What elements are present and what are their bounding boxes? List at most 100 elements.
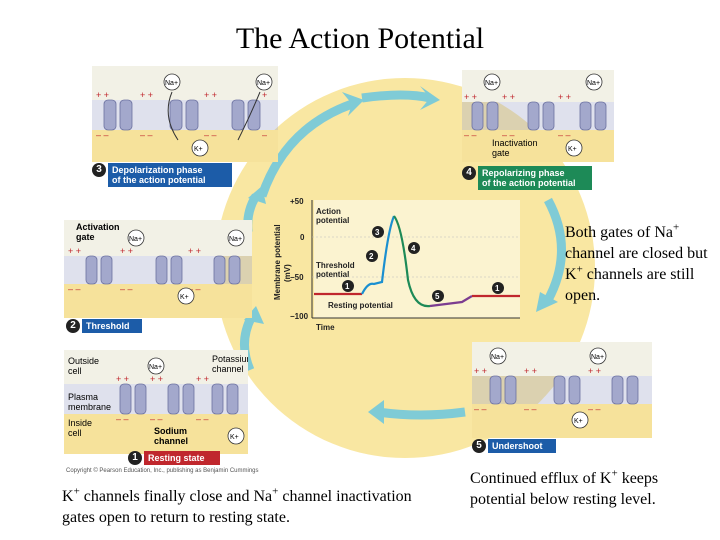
svg-text:– –: – –: [196, 414, 209, 424]
svg-text:– –: – –: [588, 404, 601, 414]
svg-text:cell: cell: [68, 428, 82, 438]
svg-text:+ +: + +: [558, 92, 571, 102]
svg-text:Na+: Na+: [491, 354, 504, 361]
trace-repolarization: [393, 215, 431, 308]
cycle-arrow-4-to-5: [544, 197, 566, 303]
svg-text:Time: Time: [316, 323, 335, 332]
caption-repolarizing-note: Both gates of Na+ channel are closed but…: [565, 221, 708, 304]
step-badge-5: 5: [472, 439, 486, 453]
trace-undershoot: [429, 295, 473, 308]
panel-resting: + ++ ++ + – –– –– – Outside cell Plasma …: [64, 350, 248, 454]
svg-text:+ +: + +: [116, 374, 129, 384]
svg-text:1: 1: [495, 284, 500, 293]
svg-text:– –: – –: [558, 130, 571, 140]
svg-text:Na+: Na+: [129, 236, 142, 243]
k-ion-icon: [571, 411, 589, 429]
svg-text:+: +: [262, 90, 267, 100]
cycle-arrow-5-to-1: [377, 407, 466, 420]
svg-text:– –: – –: [120, 284, 133, 294]
caption-undershoot-note: Continued efflux of K+ keeps potential b…: [470, 467, 659, 508]
svg-text:Inactivation: Inactivation: [492, 138, 538, 148]
k-ion-icon: [227, 427, 245, 445]
svg-text:K+: K+: [230, 434, 239, 441]
na-ion-icon: [255, 73, 273, 91]
cycle-arrow-3-to-4: [257, 99, 354, 198]
svg-text:+ +: + +: [464, 92, 477, 102]
svg-text:– –: – –: [150, 414, 163, 424]
panel-threshold: + ++ ++ + – –– –– – Activation gate Na+ …: [64, 220, 252, 318]
svg-text:Na+: Na+: [591, 354, 604, 361]
svg-text:Na+: Na+: [587, 80, 600, 87]
step-badge-3: 3: [92, 163, 106, 177]
na-ion-icon: [585, 73, 603, 91]
panel-depolarization: + ++ ++ ++ – –– –– –– Na+ Na+ K+: [92, 66, 278, 162]
svg-text:−100: −100: [290, 312, 309, 321]
svg-text:Activation: Activation: [76, 222, 120, 232]
svg-text:+ +: + +: [150, 374, 163, 384]
svg-text:gate: gate: [76, 232, 95, 242]
svg-text:membrane: membrane: [68, 402, 111, 412]
svg-text:K+: K+: [194, 146, 203, 153]
svg-text:gate: gate: [492, 148, 510, 158]
svg-text:Action: Action: [316, 207, 341, 216]
panel-label-resting: Resting state: [144, 451, 220, 465]
svg-text:Plasma: Plasma: [68, 392, 98, 402]
caption-resting-note: K+ channels finally close and Na+ channe…: [62, 485, 412, 526]
k-ion-icon: [191, 139, 209, 157]
svg-text:+ +: + +: [96, 90, 109, 100]
action-potential-graph: Membrane potential (mV) +50 0 −50 −100 T…: [273, 197, 520, 332]
step-badge-4: 4: [462, 166, 476, 180]
trace-depolarization: [361, 215, 396, 295]
panel-label-threshold: Threshold: [82, 319, 142, 333]
svg-text:+ +: + +: [196, 374, 209, 384]
svg-text:Sodium: Sodium: [154, 426, 187, 436]
na-ion-icon: [163, 73, 181, 91]
svg-text:2: 2: [369, 252, 374, 261]
svg-text:+ +: + +: [502, 92, 515, 102]
svg-text:+ +: + +: [188, 246, 201, 256]
svg-text:K+: K+: [574, 418, 583, 425]
svg-text:– –: – –: [116, 414, 129, 424]
page-title: The Action Potential: [235, 22, 485, 55]
na-ion-icon: [127, 229, 145, 247]
svg-text:– –: – –: [474, 404, 487, 414]
svg-text:+ +: + +: [524, 366, 537, 376]
panel-repolarizing: + ++ ++ + – –– –– – Na+ Na+ K+ Inactivat…: [462, 70, 614, 162]
svg-text:Na+: Na+: [165, 80, 178, 87]
svg-text:0: 0: [300, 233, 305, 242]
svg-text:– –: – –: [140, 130, 153, 140]
svg-text:+ +: + +: [120, 246, 133, 256]
svg-text:+ +: + +: [140, 90, 153, 100]
svg-text:Na+: Na+: [257, 80, 270, 87]
svg-text:3: 3: [375, 228, 380, 237]
svg-text:Na+: Na+: [485, 80, 498, 87]
svg-text:Outside: Outside: [68, 356, 99, 366]
svg-text:channel: channel: [212, 364, 244, 374]
svg-text:K+: K+: [180, 294, 189, 301]
copyright-notice: Copyright © Pearson Education, Inc., pub…: [66, 468, 259, 474]
na-ion-icon: [483, 73, 501, 91]
na-ion-icon: [227, 229, 245, 247]
svg-text:– –: – –: [524, 404, 537, 414]
svg-text:Resting potential: Resting potential: [328, 301, 393, 310]
svg-text:– –: – –: [96, 130, 109, 140]
svg-text:5: 5: [435, 292, 440, 301]
svg-text:–: –: [262, 130, 267, 140]
svg-text:potential: potential: [316, 270, 349, 279]
svg-text:Na+: Na+: [229, 236, 242, 243]
svg-text:channel: channel: [154, 436, 188, 446]
svg-text:+50: +50: [290, 197, 304, 206]
svg-text:cell: cell: [68, 366, 82, 376]
svg-text:+ +: + +: [474, 366, 487, 376]
svg-text:– –: – –: [188, 284, 201, 294]
cycle-arrowhead-3-to-4: [342, 92, 364, 116]
svg-text:Na+: Na+: [149, 364, 162, 371]
svg-text:+ +: + +: [588, 366, 601, 376]
svg-text:−50: −50: [290, 273, 304, 282]
svg-text:Threshold: Threshold: [316, 261, 355, 270]
svg-text:Potassium: Potassium: [212, 354, 248, 364]
na-ion-icon: [489, 347, 507, 365]
svg-text:Inside: Inside: [68, 418, 92, 428]
svg-text:– –: – –: [502, 130, 515, 140]
